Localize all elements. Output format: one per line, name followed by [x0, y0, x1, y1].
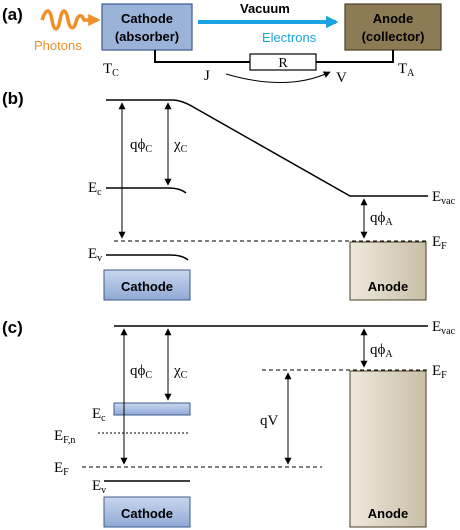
qv-label-c: qV [260, 413, 279, 429]
vacuum-label: Vacuum [240, 1, 290, 16]
panel-a-label: (a) [2, 5, 23, 24]
conduction-band-c [113, 402, 191, 416]
j-label: J [204, 68, 210, 84]
panel-c-label: (c) [2, 318, 23, 337]
circuit-wire-right [316, 50, 394, 63]
q-phi-c-label-b: qϕC [130, 137, 152, 155]
cathode-label-c: Cathode [121, 506, 173, 521]
e-fn-label-c: EF,n [54, 428, 75, 446]
anode-label-b: Anode [368, 279, 408, 294]
t-a-label: TA [398, 61, 415, 79]
e-vac-label-b: Evac [432, 189, 456, 207]
e-f-left-label-c: EF [54, 460, 69, 478]
electrons-label: Electrons [262, 30, 317, 45]
cathode-box-line1: Cathode [121, 11, 173, 26]
cathode-block-b [103, 269, 191, 301]
anode-block-b [349, 241, 427, 301]
chi-c-label-b: χC [173, 137, 188, 155]
cathode-block-c [103, 496, 191, 528]
q-phi-a-label-b: qϕA [370, 210, 393, 228]
e-v-label-c: Ev [92, 478, 106, 496]
e-f-label-b: EF [432, 234, 447, 252]
panel-b-label: (b) [2, 89, 24, 108]
q-phi-c-label-c: qϕC [130, 363, 152, 381]
panel-a: (a) Photons Cathode (absorber) Vacuum El… [2, 1, 442, 86]
e-vac-label-c: Evac [432, 319, 456, 337]
photons-wave-icon [40, 9, 101, 31]
anode-box-line2: (collector) [362, 29, 425, 44]
chi-c-label-c: χC [173, 363, 188, 381]
e-f-right-label-c: EF [432, 363, 447, 381]
conduction-band-b [106, 187, 187, 194]
cathode-label-b: Cathode [121, 279, 173, 294]
anode-box-line1: Anode [373, 11, 413, 26]
photons-label: Photons [34, 38, 82, 53]
panel-b: (b) qϕC χC Ec Ev Evac qϕA EF Cathode Ano… [2, 89, 456, 301]
circuit-wire [154, 50, 250, 63]
anode-box [344, 3, 442, 51]
panel-c: (c) qϕC χC Ec EF,n EF Ev qV Evac qϕA EF … [2, 318, 456, 528]
voltage-arc [225, 71, 331, 84]
cathode-box [101, 3, 193, 51]
e-c-label-b: Ec [88, 180, 102, 198]
cathode-box-line2: (absorber) [115, 29, 179, 44]
vacuum-level-b [106, 99, 428, 197]
anode-label-c: Anode [368, 506, 408, 521]
r-label: R [278, 56, 288, 71]
v-label: V [336, 70, 347, 86]
e-v-label-b: Ev [88, 246, 102, 264]
anode-block-c [349, 370, 427, 528]
q-phi-a-label-c: qϕA [370, 342, 393, 360]
valence-band-b [106, 254, 189, 261]
e-c-label-c: Ec [92, 406, 106, 424]
t-c-label: TC [103, 61, 119, 79]
